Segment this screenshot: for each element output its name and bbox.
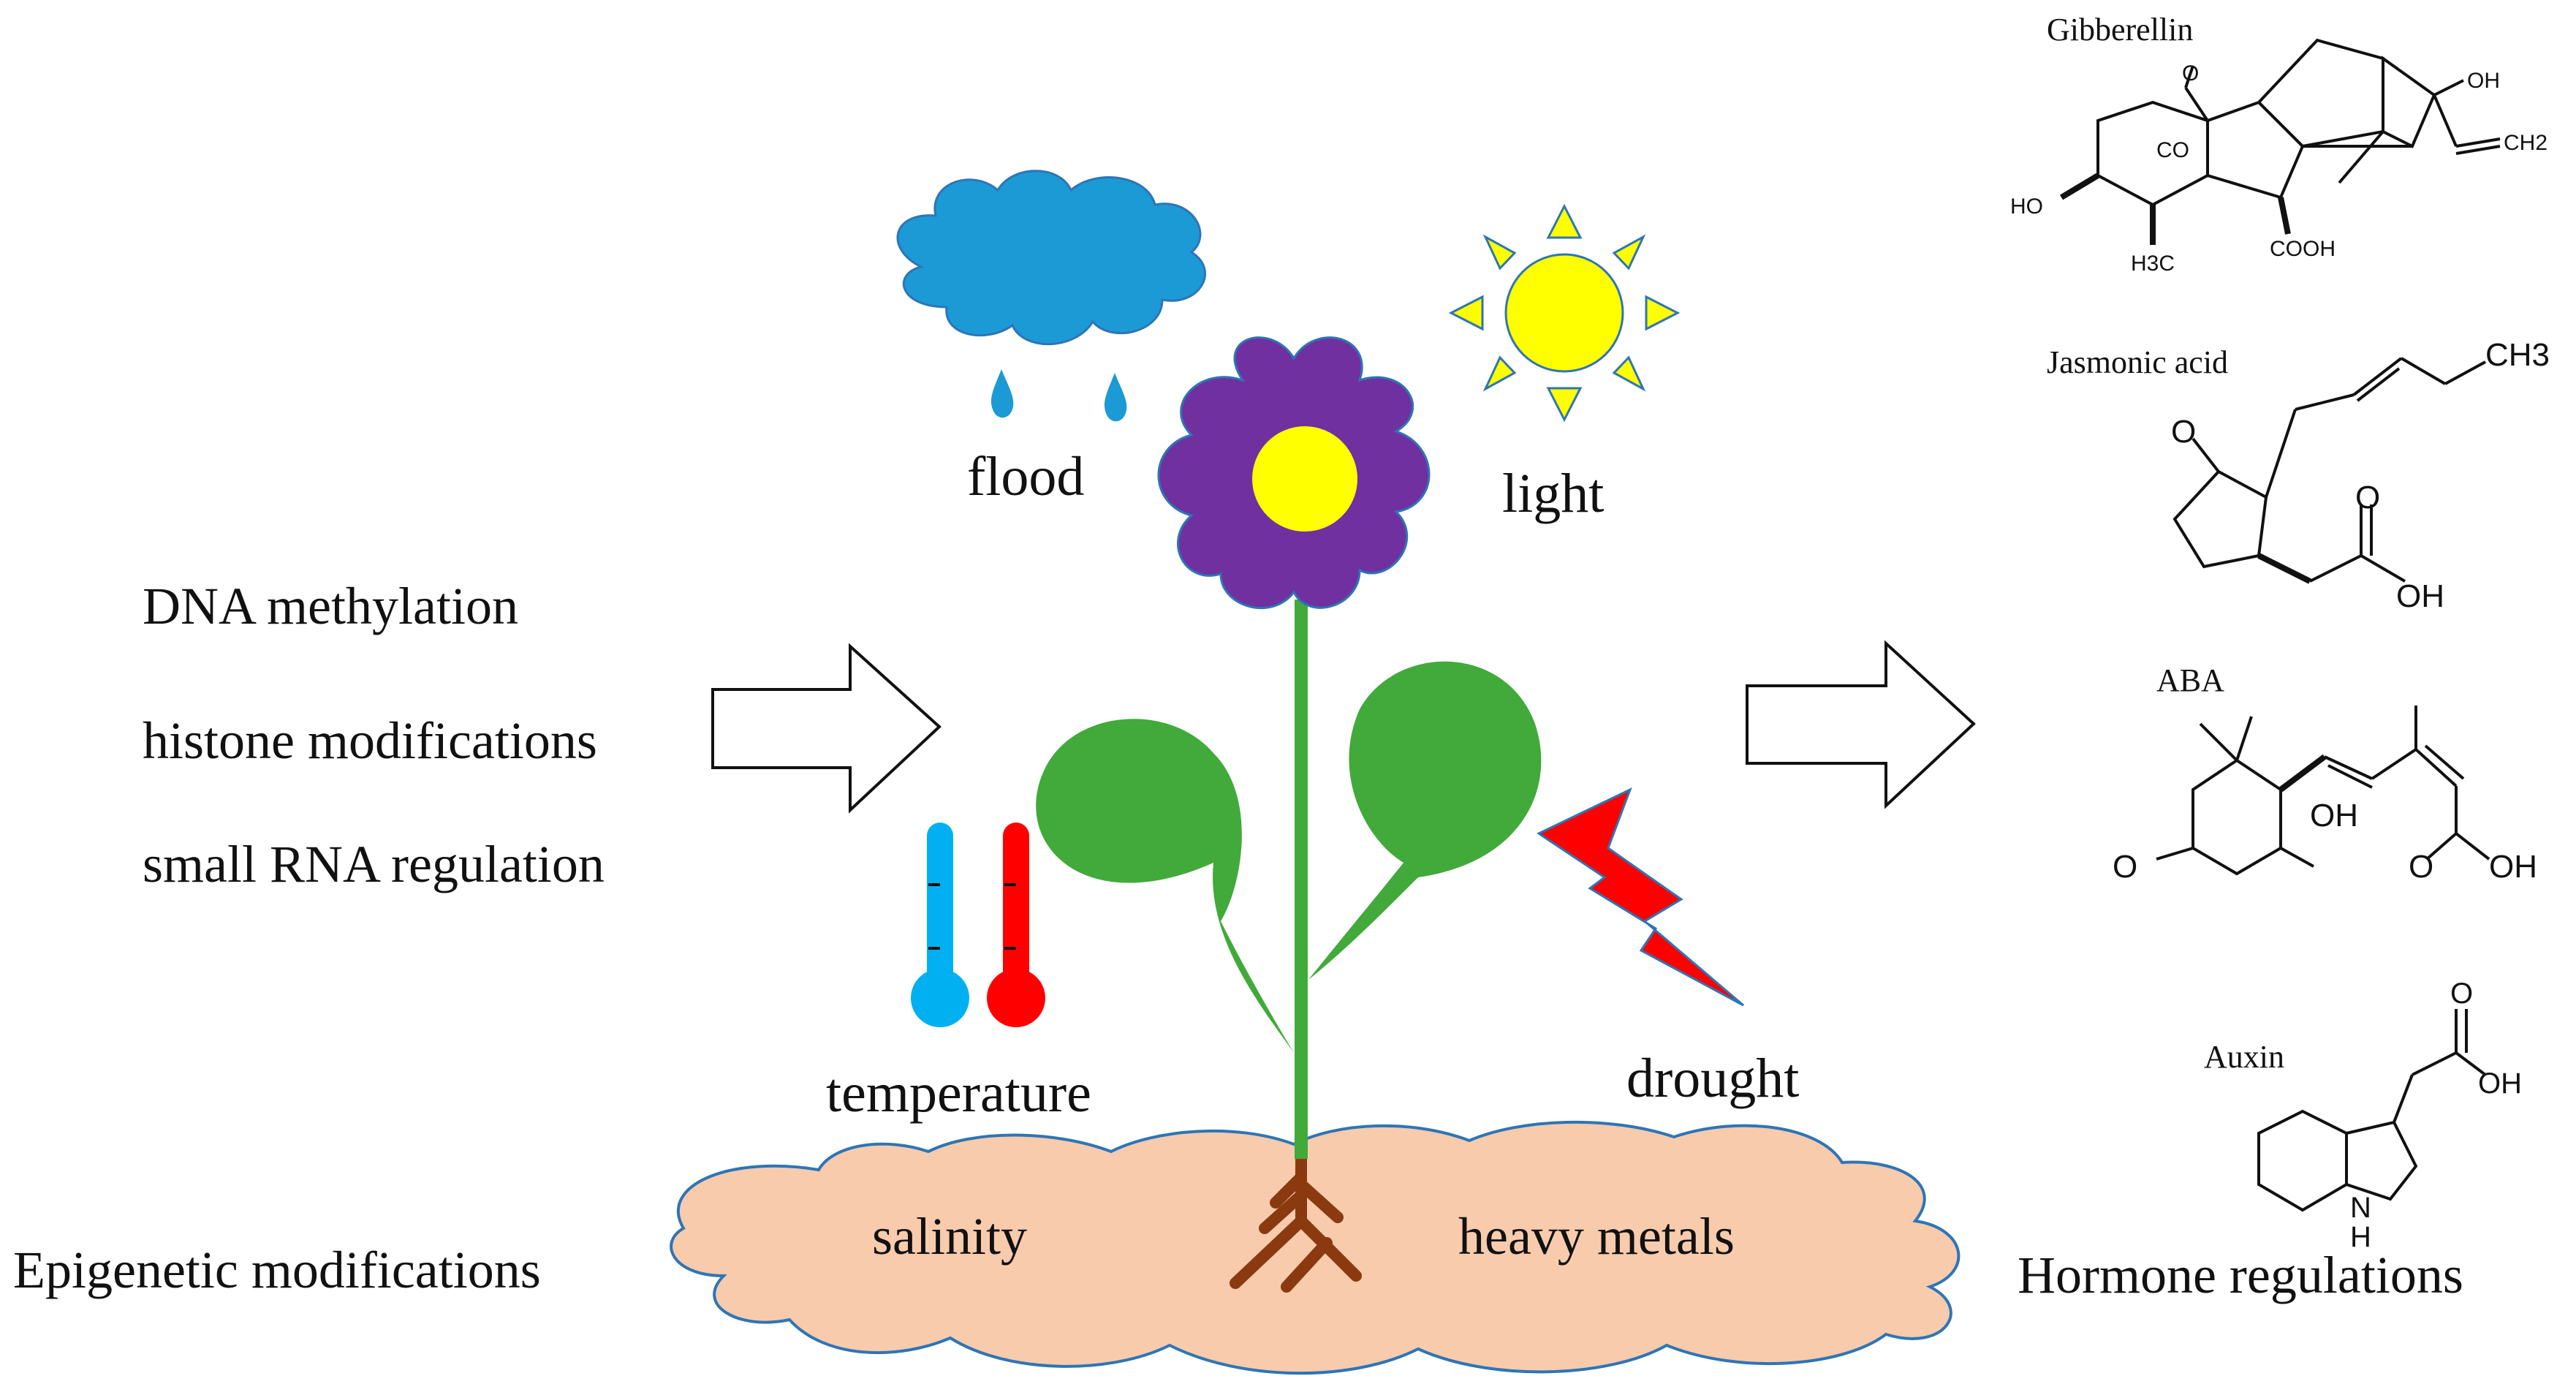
rain-cloud xyxy=(896,170,1206,422)
auxin-n-label: N xyxy=(2350,1192,2371,1224)
gibberellin-ho-label: HO xyxy=(2010,194,2043,219)
jasmonic-o2-label: O xyxy=(2355,480,2380,515)
gibberellin-oh-label: OH xyxy=(2467,69,2500,93)
jasmonic-acid-structure: Jasmonic acid CH3 O O OH xyxy=(2047,337,2550,614)
epigenetic-item-small-rna: small RNA regulation xyxy=(143,835,605,893)
left-arrow xyxy=(711,643,942,814)
auxin-o-label: O xyxy=(2450,978,2473,1010)
right-leaf xyxy=(1308,661,1542,980)
flood-label: flood xyxy=(967,446,1084,507)
aba-structure: ABA OH O O OH xyxy=(2113,662,2537,885)
temperature-label: temperature xyxy=(826,1062,1091,1124)
epigenetic-list: DNA methylation histone modifications sm… xyxy=(143,577,605,893)
aba-oh-label: OH xyxy=(2310,798,2358,833)
epigenetic-caption: Epigenetic modifications xyxy=(13,1241,541,1299)
flower-center xyxy=(1252,426,1357,532)
cold-thermometer-icon xyxy=(911,823,969,1027)
auxin-h-label: H xyxy=(2350,1221,2371,1253)
right-arrow xyxy=(1746,640,1976,809)
jasmonic-o-label: O xyxy=(2171,414,2196,450)
gibberellin-o-label: O xyxy=(2182,61,2199,86)
hormone-caption: Hormone regulations xyxy=(2018,1246,2463,1304)
aba-oh2-label: OH xyxy=(2489,849,2537,885)
aba-o-label: O xyxy=(2113,849,2137,885)
gibberellin-h3c-label: H3C xyxy=(2131,252,2175,276)
gibberellin-ch2-label: CH2 xyxy=(2504,131,2547,155)
roots xyxy=(1230,1142,1362,1293)
epigenetic-item-dna-methylation: DNA methylation xyxy=(143,577,518,635)
jasmonic-ch3-label: CH3 xyxy=(2485,337,2550,373)
raindrop-icon xyxy=(1104,373,1127,422)
auxin-oh-label: OH xyxy=(2478,1067,2522,1100)
aba-name: ABA xyxy=(2156,662,2224,698)
flower xyxy=(1157,336,1431,610)
aba-o2-label: O xyxy=(2409,849,2433,885)
sun-icon xyxy=(1448,203,1681,423)
auxin-structure: Auxin O OH N H xyxy=(2204,978,2522,1253)
drought-label: drought xyxy=(1626,1048,1799,1109)
jasmonic-name: Jasmonic acid xyxy=(2047,344,2228,380)
gibberellin-name: Gibberellin xyxy=(2047,12,2193,48)
epigenetic-item-histone-modifications: histone modifications xyxy=(143,711,597,770)
jasmonic-oh-label: OH xyxy=(2396,578,2444,614)
raindrop-icon xyxy=(990,369,1014,418)
gibberellin-cooh-label: COOH xyxy=(2270,237,2336,261)
salinity-label: salinity xyxy=(872,1207,1027,1266)
gibberellin-structure: Gibberellin OH CH2 O CO HO H3C COOH xyxy=(2010,12,2547,276)
hot-thermometer-icon xyxy=(987,823,1045,1027)
left-leaf xyxy=(1036,719,1294,1053)
heavy-metals-label: heavy metals xyxy=(1458,1207,1735,1266)
auxin-name: Auxin xyxy=(2204,1039,2284,1075)
light-label: light xyxy=(1502,463,1604,524)
gibberellin-co-label: CO xyxy=(2156,138,2189,162)
lightning-bolt-icon xyxy=(1536,787,1744,1007)
